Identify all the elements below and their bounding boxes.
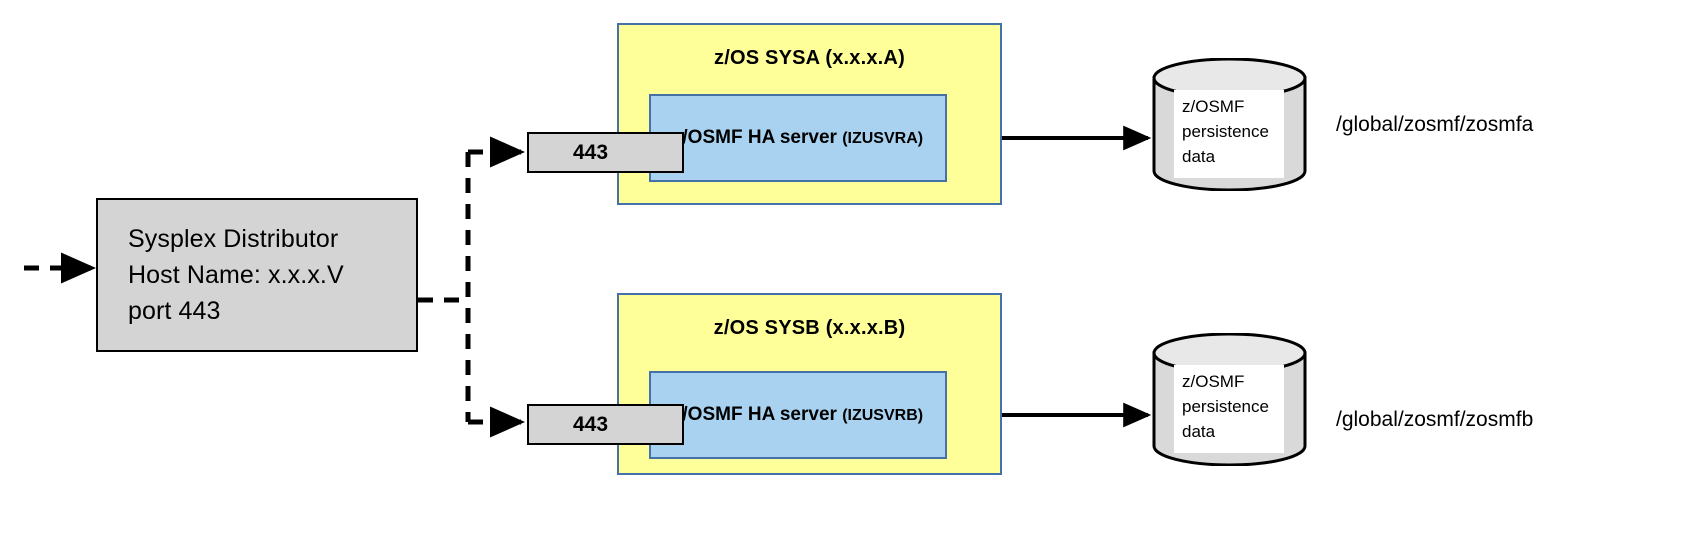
zosmf-server-sysb-instance: (IZUSVRB) [842,407,924,424]
zosmf-server-sysa-label: z/OSMF HA server (IZUSVRA) [651,127,945,149]
persistence-db-sysa-text: z/OSMF persistence data [1174,90,1284,178]
lpar-sysb-title: z/OS SYSB (x.x.x.B) [713,317,906,339]
sysplex-hostname: Host Name: x.x.x.V [128,261,344,289]
db-sysb-line3: data [1182,422,1216,441]
zosmf-server-sysb-label: z/OSMF HA server (IZUSVRB) [651,404,945,426]
lpar-sysa-title: z/OS SYSA (x.x.x.A) [714,47,905,69]
mount-path-sysa: /global/zosmf/zosmfa [1336,113,1534,136]
port-box-sysb: 443 [527,404,684,445]
zosmf-server-sysa: z/OSMF HA server (IZUSVRA) [649,94,947,182]
db-sysa-line3: data [1182,147,1216,166]
zosmf-server-sysb: z/OSMF HA server (IZUSVRB) [649,371,947,459]
sysplex-port: port 443 [128,297,221,325]
zosmf-server-sysa-name: z/OSMF HA server [672,127,837,148]
sysplex-branch-trunk [418,152,471,422]
persistence-db-sysb-text: z/OSMF persistence data [1174,365,1284,453]
sysplex-title: Sysplex Distributor [128,225,339,253]
zosmf-server-sysa-instance: (IZUSVRA) [842,130,924,147]
port-box-sysa: 443 [527,132,684,173]
persistence-db-sysa: z/OSMF persistence data [1152,58,1307,191]
db-sysa-line1: z/OSMF [1182,97,1245,116]
sysplex-distributor-box: Sysplex Distributor Host Name: x.x.x.V p… [96,198,418,352]
db-sysb-line2: persistence [1182,397,1269,416]
db-sysb-line1: z/OSMF [1182,372,1245,391]
persistence-db-sysb: z/OSMF persistence data [1152,333,1307,466]
zosmf-server-sysb-name: z/OSMF HA server [672,404,837,425]
db-sysa-line2: persistence [1182,122,1269,141]
mount-path-sysb: /global/zosmf/zosmfb [1336,408,1534,431]
